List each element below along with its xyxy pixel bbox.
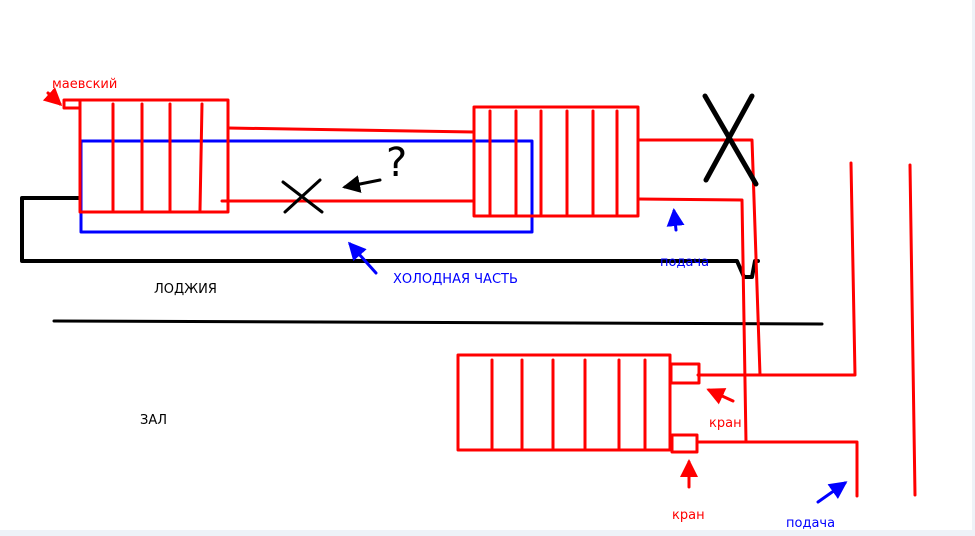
removed-pipe-cross-icon [281, 178, 324, 214]
valve-label-top: кран [709, 416, 742, 431]
hall-label: ЗАЛ [140, 413, 168, 428]
question-mark: ? [386, 140, 408, 186]
valve-bottom [670, 433, 699, 454]
valve-top [669, 362, 701, 385]
arrow-icon [666, 208, 685, 232]
pipe [226, 126, 476, 134]
hall-wall [52, 319, 824, 326]
pipe [636, 197, 748, 444]
loggia-label: ЛОДЖИЯ [154, 282, 217, 297]
radiator-loggia-right [472, 105, 640, 218]
supply-label-bottom: подача [786, 516, 836, 531]
riser-pipe [908, 163, 917, 497]
maevsky-valve [62, 98, 82, 110]
arrow-icon [347, 241, 378, 275]
arrow-icon [816, 481, 848, 504]
valve-label-bottom: кран [672, 508, 705, 523]
loggia-wall [20, 196, 760, 279]
pipe [636, 138, 762, 377]
pipe [696, 161, 857, 377]
arrow-icon [42, 87, 63, 107]
arrow-icon [706, 388, 735, 405]
cold-zone-outline [79, 139, 534, 234]
supply-label-top: подача [660, 255, 710, 270]
removed-section-cross-icon [702, 93, 759, 187]
arrow-icon [342, 175, 382, 193]
cold-part-label: ХОЛОДНАЯ ЧАСТЬ [393, 272, 518, 287]
radiator-loggia-left [78, 98, 230, 214]
pipe [695, 440, 859, 498]
maevsky-label: маевский [52, 77, 118, 92]
radiator-hall [456, 353, 672, 452]
